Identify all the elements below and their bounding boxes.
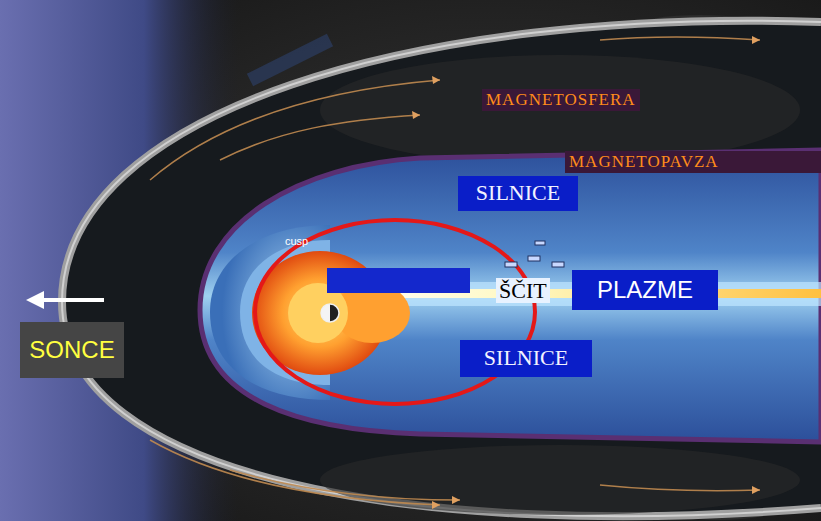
field-line-box: SILNICE [458, 176, 578, 211]
sun-label-box: SONCE [20, 322, 124, 378]
field-line-box: SILNICE [460, 340, 592, 377]
plasma-label: ŠČIT [496, 278, 550, 303]
node-text: SILNICE [484, 346, 568, 370]
plasma-box: PLAZME [572, 270, 718, 310]
cusp-label: cusp [284, 235, 309, 248]
node-text: SILNICE [476, 181, 560, 205]
node-text: SONCE [29, 337, 114, 363]
region-label: MAGNETOSFERA [482, 89, 640, 111]
node-text: PLAZME [597, 277, 693, 303]
region-label: MAGNETOPAVZA [565, 151, 821, 173]
